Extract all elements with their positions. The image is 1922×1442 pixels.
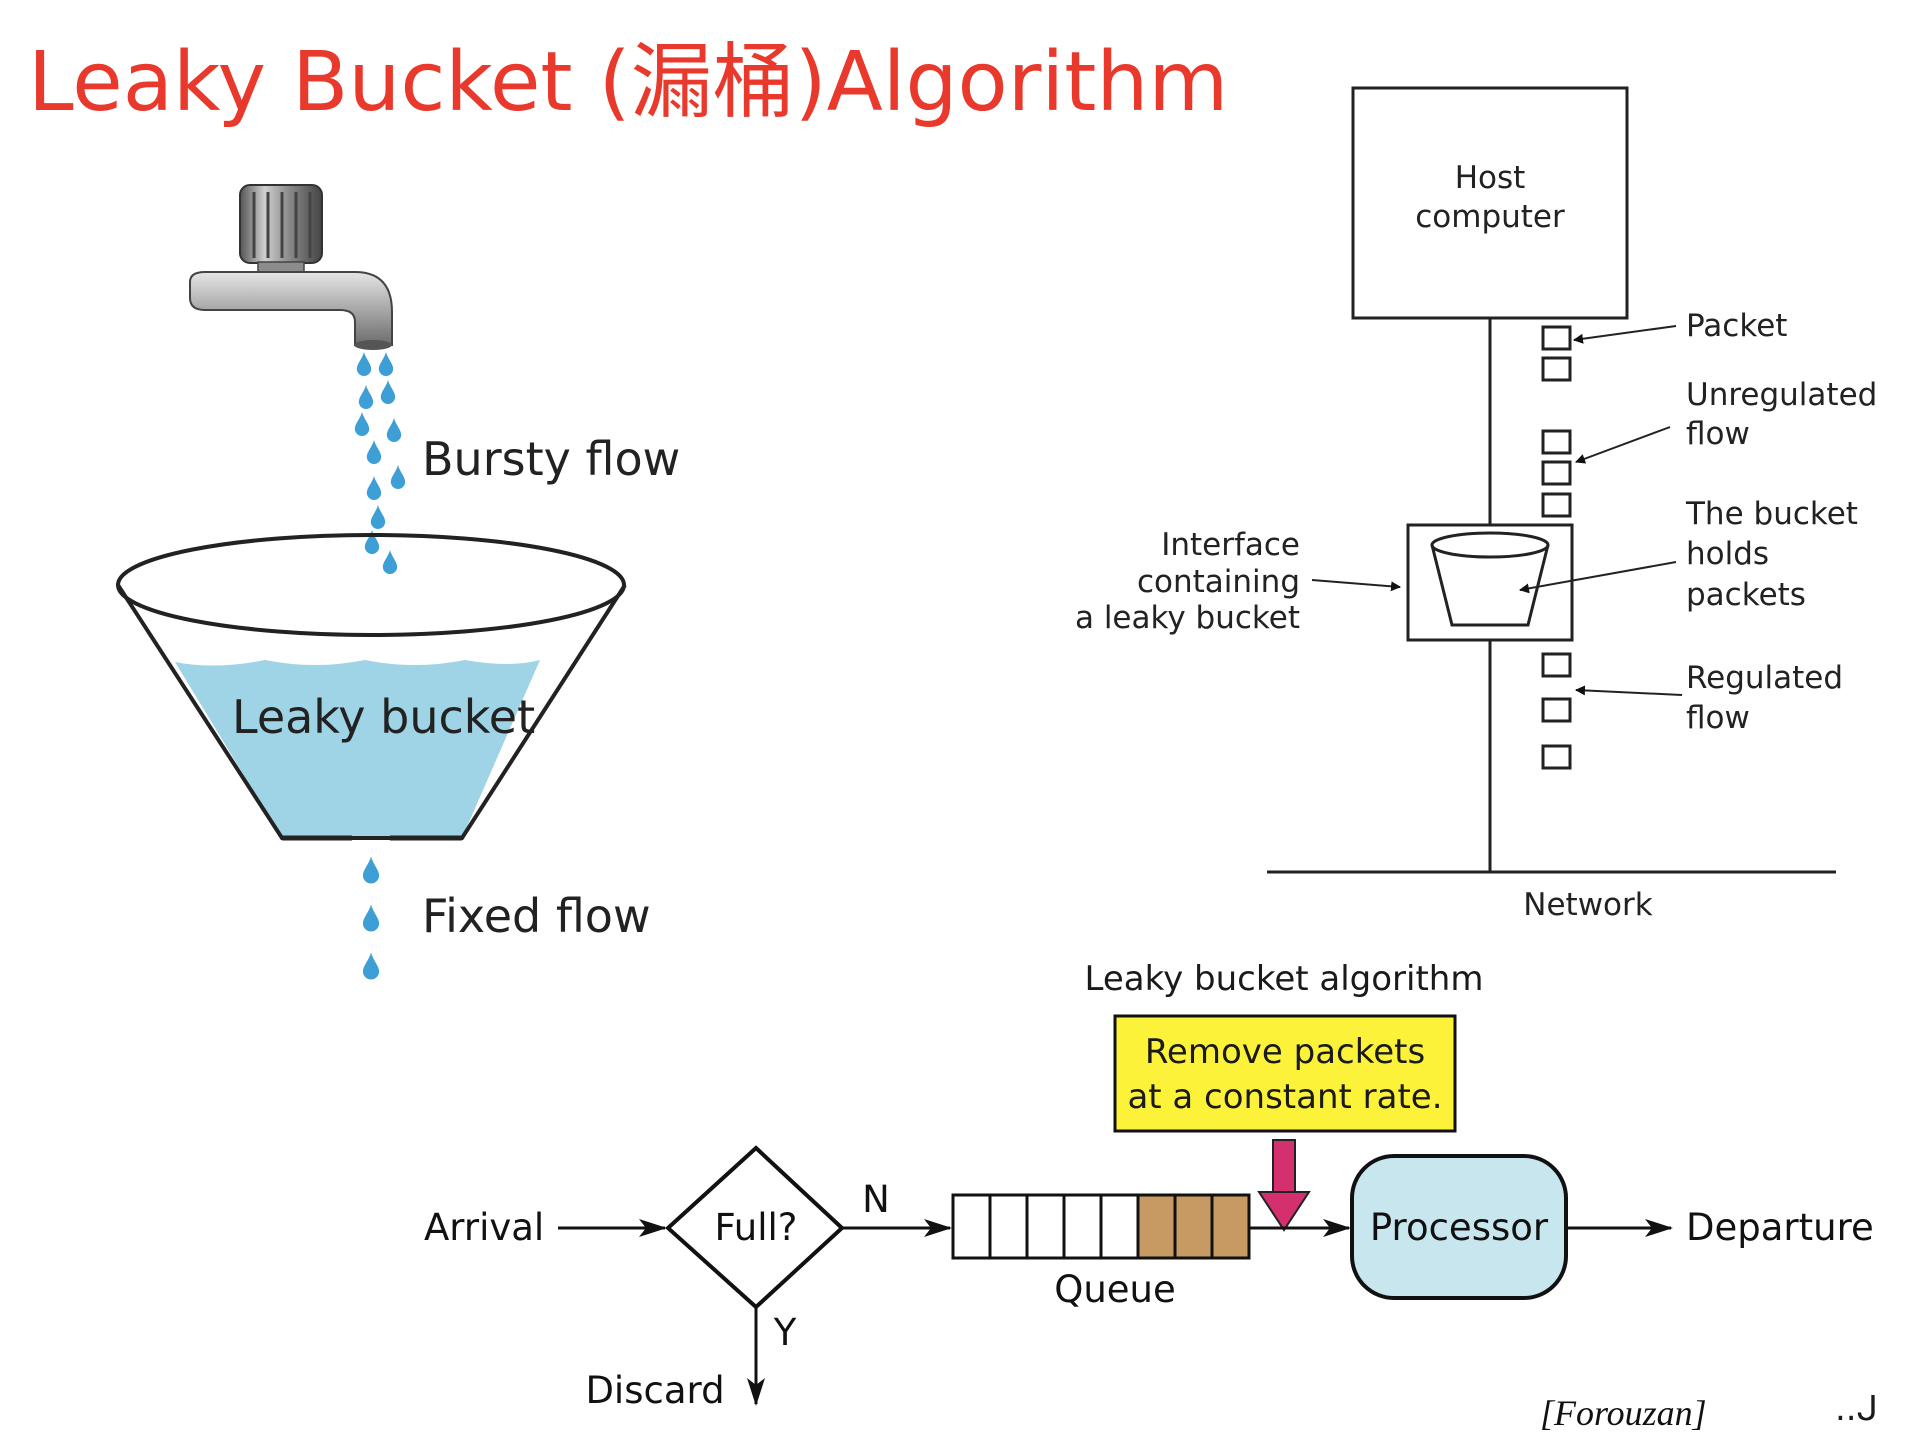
host-label-line2: computer [1415,199,1565,235]
bucket-holds-label-line2: holds [1686,536,1769,572]
queue-label: Queue [1054,1268,1176,1311]
note-box [1113,1014,1457,1133]
fixed-drops [362,856,380,980]
host-label-line1: Host [1455,160,1526,196]
unregulated-label-line1: Unregulated [1686,377,1877,413]
bucket-holds-label-line3: packets [1686,577,1806,613]
flowchart-heading: Leaky bucket algorithm [1085,959,1484,999]
note-line1: Remove packets [1145,1032,1425,1072]
faucet-icon [189,184,393,350]
packet-label: Packet [1686,308,1787,344]
host-network-figure [1267,86,1836,874]
packet-square [1541,325,1572,351]
page-number: ..ᒍ [1835,1389,1878,1429]
arrival-label: Arrival [424,1206,544,1249]
packet-square [1541,460,1572,486]
decision-label: Full? [715,1206,798,1249]
bursty-drops [354,352,406,574]
fixed-flow-label: Fixed flow [422,889,651,943]
note-line2: at a constant rate. [1127,1077,1442,1117]
slide-title: Leaky Bucket (漏桶)Algorithm [28,35,1228,130]
processor-label: Processor [1370,1206,1549,1249]
unregulated-label-line2: flow [1686,416,1750,452]
packet-square [1541,652,1572,678]
packet-square [1541,356,1572,382]
interface-label-line1: Interface [1161,527,1300,563]
yes-label: Y [773,1311,797,1354]
regulated-label-line1: Regulated [1686,660,1843,696]
bucket-holds-label-line1: The bucket [1685,496,1858,532]
interface-label-line2: containing [1137,564,1300,600]
interface-label-line3: a leaky bucket [1075,600,1300,636]
packet-square [1541,429,1572,455]
queue [951,1193,1251,1260]
packet-square [1541,697,1572,723]
network-label: Network [1523,887,1652,923]
discard-label: Discard [585,1369,724,1412]
credit-label: [Forouzan] [1540,1393,1707,1433]
leaky-bucket-label: Leaky bucket [232,690,535,744]
departure-label: Departure [1686,1206,1874,1249]
packet-square [1541,492,1572,518]
no-label: N [862,1178,890,1221]
packet-square [1541,744,1572,770]
constant-rate-arrow [1257,1139,1311,1232]
leaky-bucket-icon [116,533,627,841]
regulated-label-line2: flow [1686,700,1750,736]
bursty-flow-label: Bursty flow [422,432,680,486]
